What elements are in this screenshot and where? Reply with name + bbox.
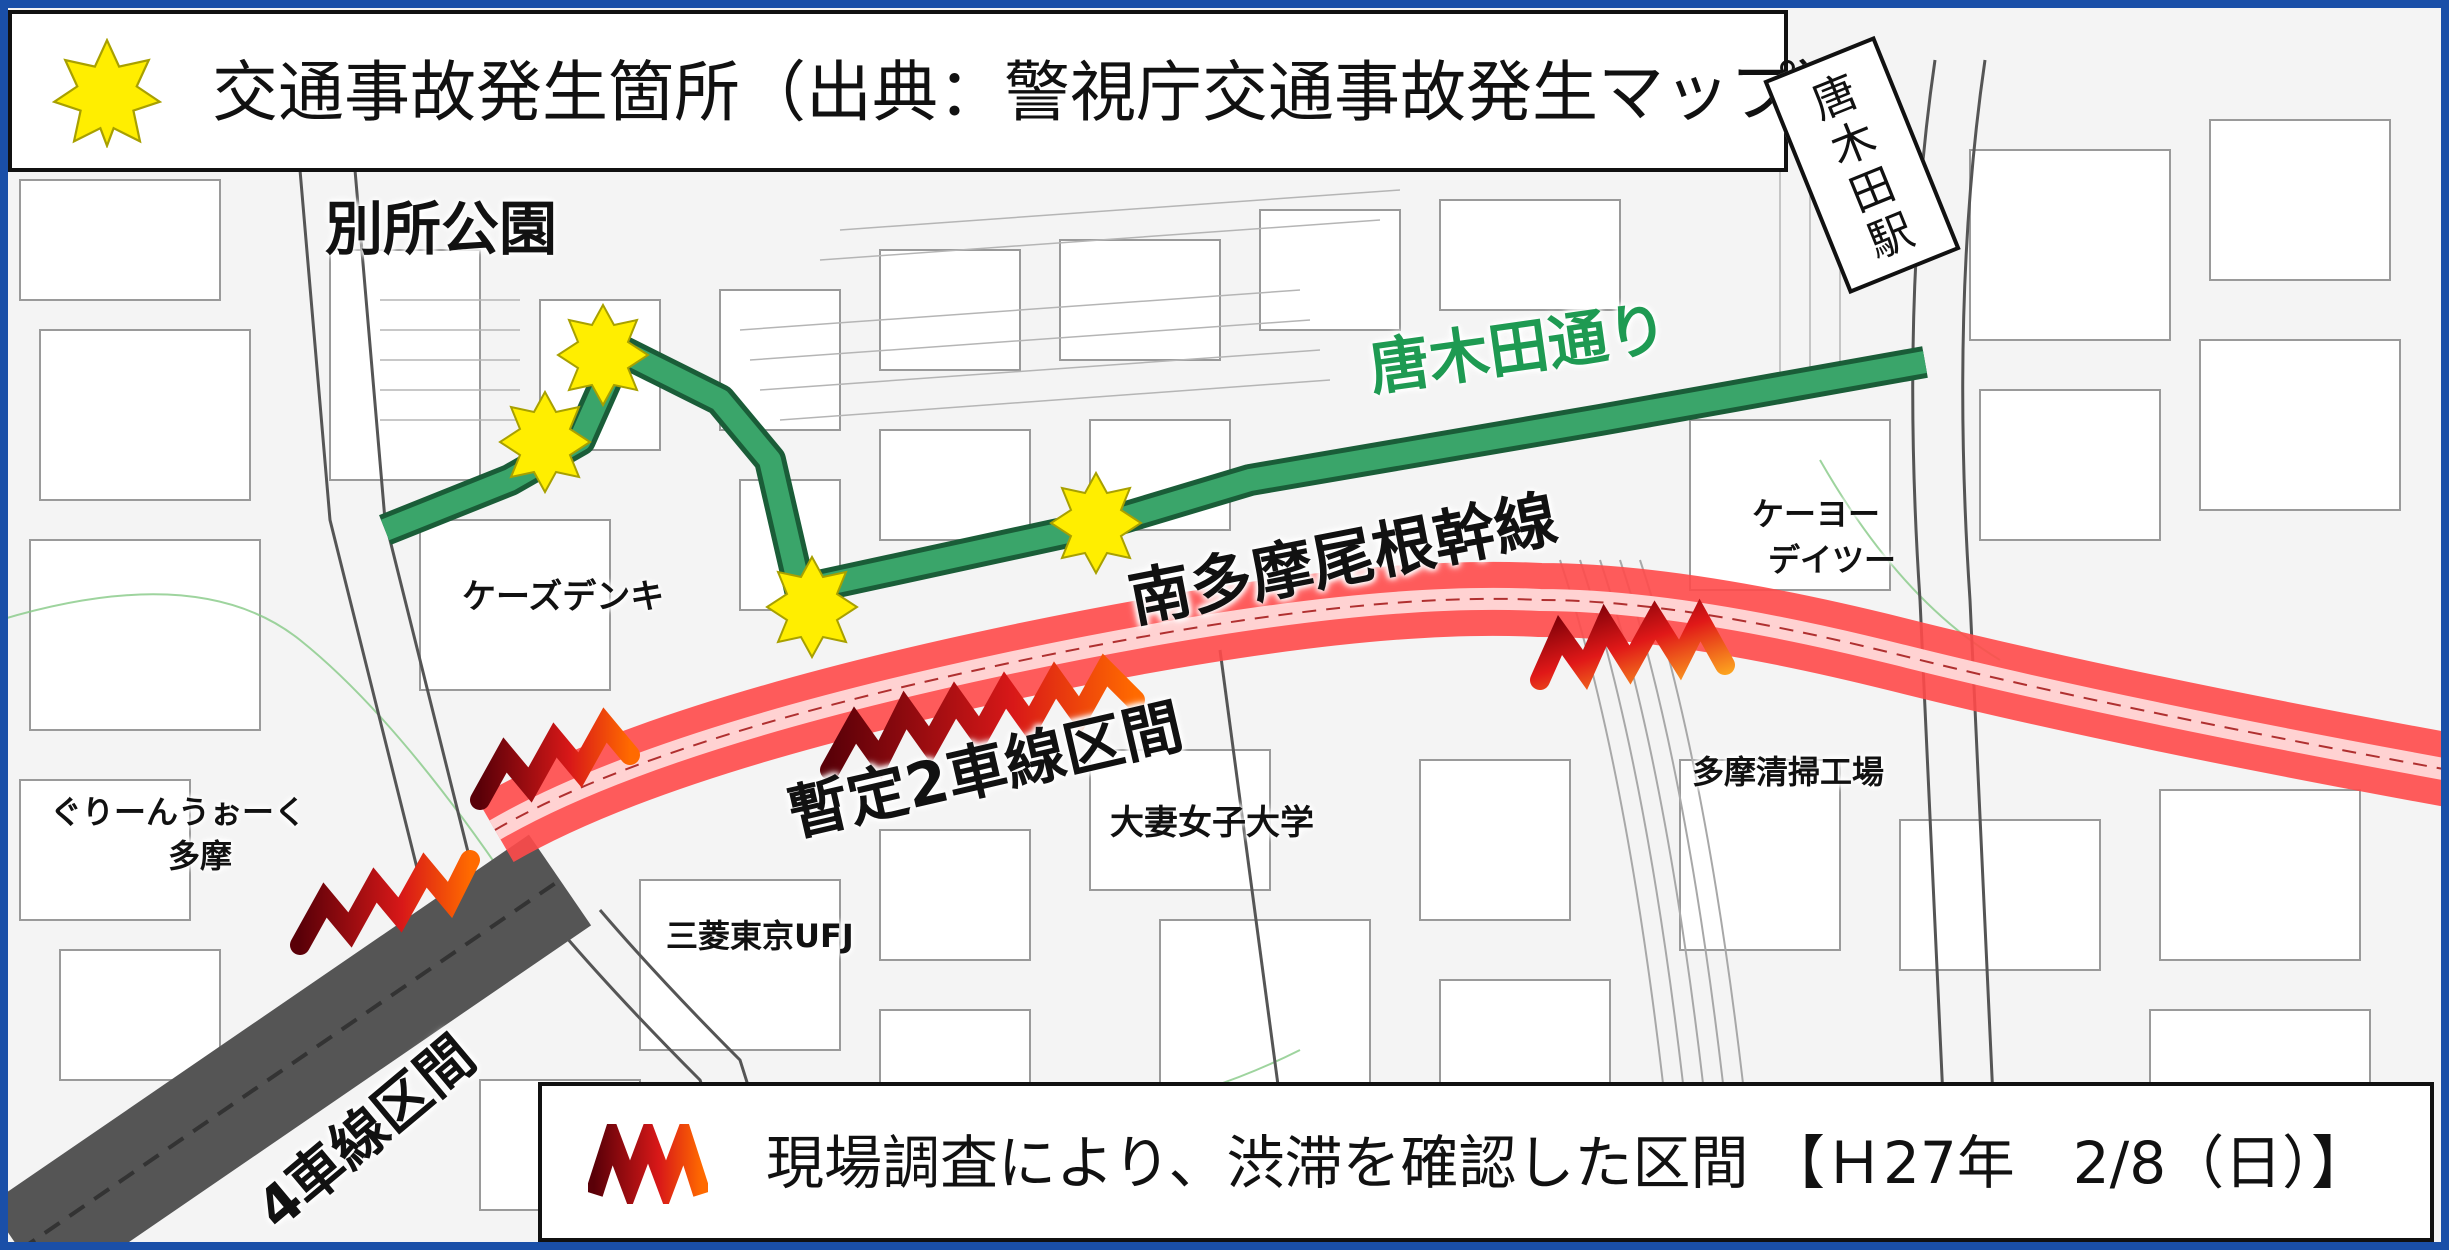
congestion-marker-4 (1530, 598, 1735, 691)
legend-zigzag-icon (588, 1124, 708, 1204)
congestion-markers (290, 598, 1735, 955)
legend-accidents-text: 交通事故発生箇所（出典：警視庁交通事故発生マップ） (212, 54, 1862, 131)
congestion-marker-1 (290, 850, 480, 955)
accident-star-4 (1049, 470, 1143, 576)
minami-tama-road-center (494, 597, 2449, 831)
accident-star-3 (765, 554, 859, 660)
accident-star-2 (498, 389, 592, 495)
label-green-walk-2: 多摩 (168, 837, 233, 875)
label-green-walk-1: ぐりーんうぉーく (50, 793, 307, 831)
legend-accidents: 交通事故発生箇所（出典：警視庁交通事故発生マップ） (8, 10, 1862, 172)
accident-markers (498, 302, 1143, 660)
four-lane-road-edge (18, 878, 562, 1250)
legend-congestion-text: 現場調査により、渋滞を確認した区間 【Ｈ27年 2/8（日）】 (766, 1129, 2370, 1197)
label-keiyo-2: デイツー (1768, 541, 1897, 579)
congestion-marker-2 (470, 707, 640, 810)
label-mufg: 三菱東京UFJ (666, 917, 854, 955)
label-ks-denki: ケーズデンキ (462, 577, 665, 617)
legend-congestion: 現場調査により、渋滞を確認した区間 【Ｈ27年 2/8（日）】 (538, 1082, 2434, 1242)
label-tama-plant: 多摩清掃工場 (1692, 753, 1885, 791)
label-park: 別所公園 (325, 195, 558, 263)
legend-star-icon (52, 38, 162, 148)
label-otsuma: 大妻女子大学 (1110, 803, 1314, 843)
label-keiyo-1: ケーヨー (1752, 495, 1881, 533)
congestion-marker-3 (820, 653, 1145, 780)
accident-star-1 (556, 302, 650, 408)
